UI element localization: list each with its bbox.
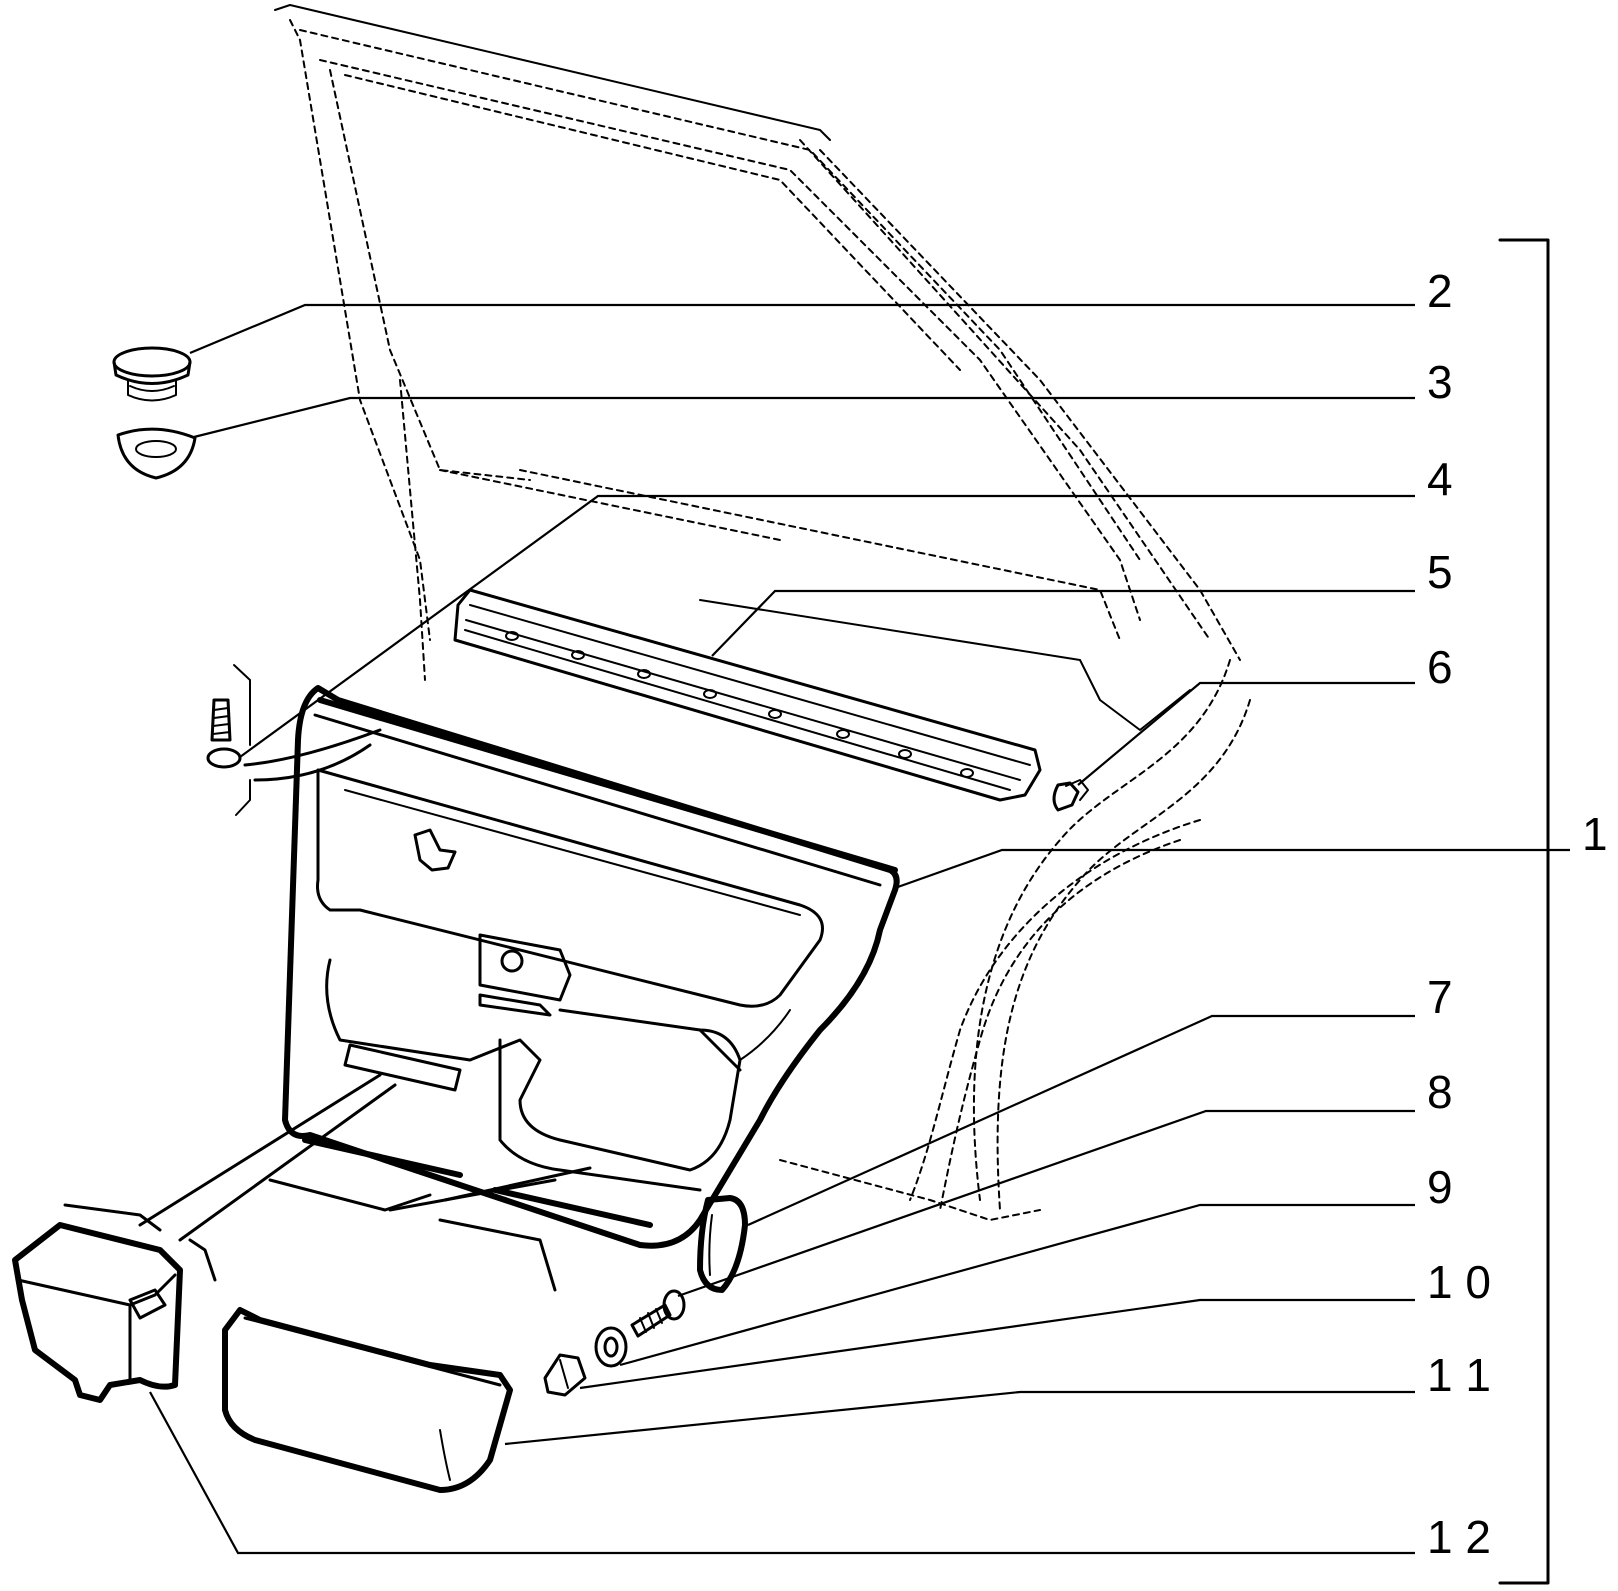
leader-line-8	[677, 1109, 1415, 1298]
screw-part-4	[206, 664, 382, 816]
callout-label-12: 1 2	[1427, 1511, 1491, 1563]
leader-line-9	[619, 1203, 1415, 1367]
callout-labels: 2 3 4 5 6 1 7 8 9 1 0 1 1 1 2	[1427, 265, 1608, 1563]
washer-part-9	[594, 1326, 628, 1368]
callout-label-8: 8	[1427, 1066, 1453, 1118]
leader-line-12	[149, 1391, 1415, 1555]
clip-nut-part-10	[543, 1353, 587, 1397]
assembly-bracket	[1498, 238, 1550, 1585]
escutcheon-part-7	[697, 1195, 748, 1293]
callout-label-1: 1	[1582, 808, 1608, 860]
callout-label-7: 7	[1427, 971, 1453, 1023]
callout-label-3: 3	[1427, 356, 1453, 408]
callout-label-4: 4	[1427, 453, 1453, 505]
leader-line-1	[894, 848, 1570, 890]
leader-line-6	[1077, 681, 1415, 786]
callout-label-5: 5	[1427, 546, 1453, 598]
leader-lines	[149, 303, 1570, 1555]
clip-part-6	[1052, 779, 1089, 812]
leader-line-3	[193, 396, 1415, 439]
leader-line-4	[239, 494, 1415, 758]
leader-line-5	[711, 589, 1415, 657]
leader-line-10	[579, 1298, 1415, 1390]
callout-label-10: 1 0	[1427, 1256, 1491, 1308]
pocket-tray-part-11	[222, 1307, 513, 1493]
cup-bushing-part-3	[116, 427, 197, 480]
window-sill-strip-part-5	[453, 588, 1042, 802]
leader-line-11	[504, 1390, 1415, 1446]
door-frame-outline	[274, 4, 1251, 1221]
leader-line-2	[189, 303, 1415, 355]
callout-label-2: 2	[1427, 265, 1453, 317]
ashtray-box-part-12	[12, 1073, 592, 1403]
callout-label-11: 1 1	[1427, 1349, 1491, 1401]
leader-line-7	[747, 1014, 1415, 1227]
screw-part-8	[630, 1289, 686, 1338]
door-trim-panel-part-1	[282, 685, 900, 1249]
plug-cap-part-2	[112, 346, 192, 402]
callout-label-9: 9	[1427, 1161, 1453, 1213]
callout-label-6: 6	[1427, 641, 1453, 693]
